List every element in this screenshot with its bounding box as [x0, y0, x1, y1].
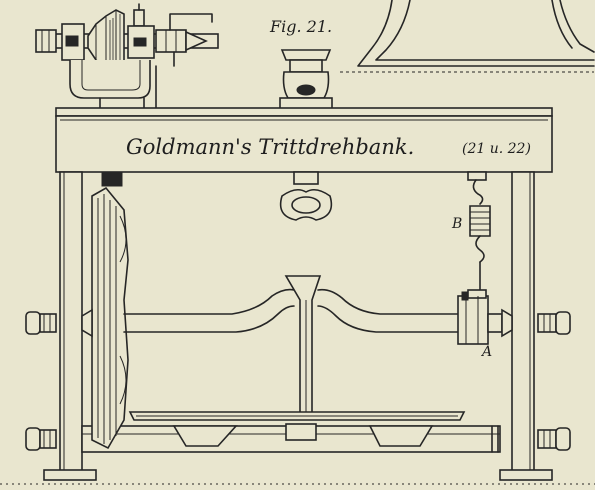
- right-shaft-bearing: [501, 308, 513, 338]
- right-leg: [499, 171, 553, 481]
- adjacent-machine-base: [340, 0, 595, 73]
- figure-number: Fig. 21.: [269, 17, 332, 36]
- crankshaft: [123, 275, 469, 419]
- bolt-right-lower: [537, 427, 571, 451]
- return-spring: [467, 171, 491, 291]
- bolt-right-upper: [537, 311, 571, 335]
- crank-label: A: [480, 344, 492, 360]
- machine-title: Goldmann's Trittdrehbank.: [126, 135, 414, 159]
- bolt-left-upper: [25, 311, 57, 335]
- center-hanger: [279, 171, 333, 221]
- lathe-bed: [55, 107, 553, 173]
- treadle: [128, 411, 466, 447]
- left-shaft-bearing: [81, 308, 93, 338]
- crank-disc: [457, 289, 503, 345]
- bolt-left-lower: [25, 427, 57, 451]
- tool-rest: [279, 49, 333, 111]
- spring-label: B: [451, 216, 462, 232]
- left-leg: [43, 171, 97, 481]
- headstock: [35, 3, 219, 109]
- figure-reference: (21 u. 22): [462, 141, 531, 157]
- flywheel: [91, 171, 129, 450]
